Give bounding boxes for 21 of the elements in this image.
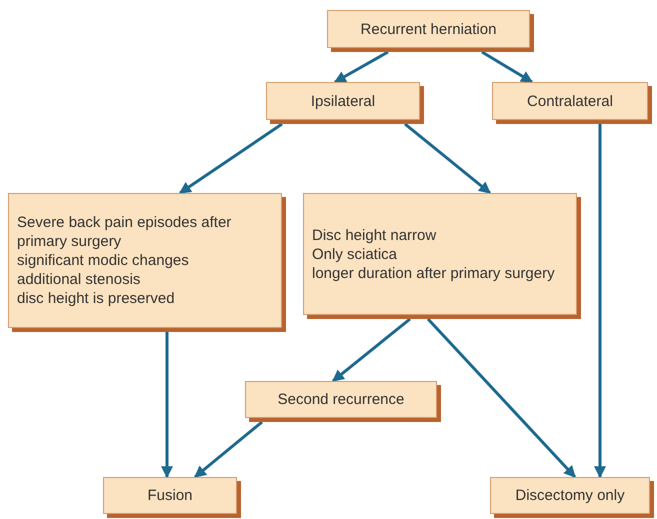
box-text: significant modic changes	[17, 251, 189, 270]
box-text: Only sciatica	[312, 244, 398, 264]
arrow	[332, 318, 411, 382]
box-text: Contralateral	[527, 92, 613, 110]
arrow	[334, 50, 389, 84]
arrow	[481, 50, 534, 84]
box-text: Discectomy only	[515, 486, 625, 505]
box-text: additional stenosis	[17, 270, 140, 289]
box-text: Disc height narrow	[312, 226, 436, 244]
box-text: Ipsilateral	[310, 92, 376, 110]
box-text: disc height is preserved	[17, 289, 175, 308]
box-text: Second recurrence	[278, 390, 404, 409]
box-text: Fusion	[147, 486, 193, 505]
arrow	[161, 332, 173, 478]
box-text: Recurrent herniation	[360, 20, 496, 38]
arrow	[194, 420, 263, 478]
arrow	[594, 124, 606, 478]
arrow	[179, 122, 283, 194]
arrow	[404, 122, 491, 194]
arrow	[426, 318, 576, 478]
box-text: longer duration after primary surgery	[312, 264, 555, 282]
